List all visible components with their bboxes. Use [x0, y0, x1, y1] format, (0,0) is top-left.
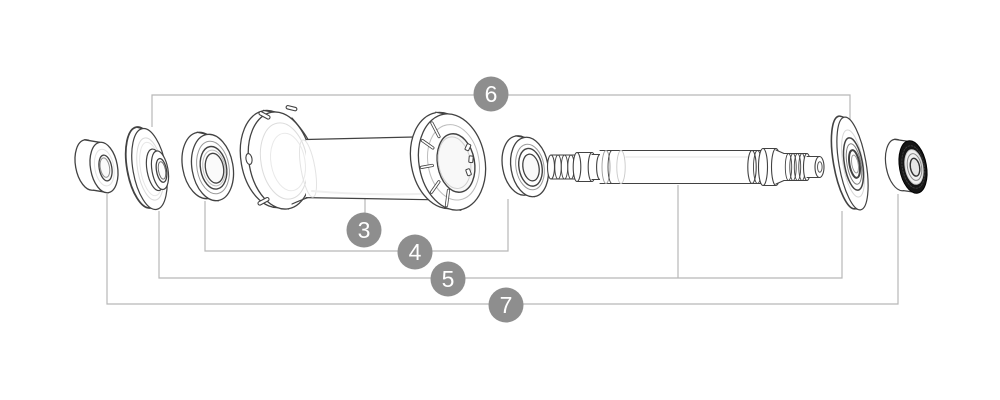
- part-axle: [546, 147, 825, 187]
- callout-6-circle: [473, 76, 509, 112]
- callout-4-circle: [397, 234, 433, 270]
- hub-left-flange: [239, 105, 313, 210]
- callout-7-circle: [488, 287, 524, 323]
- spoke-slots-right-flange: [419, 121, 451, 208]
- callout-5-label: 5: [442, 266, 455, 292]
- part-end-cap-right: [884, 138, 928, 194]
- parts: [74, 105, 928, 211]
- hub-right-flange: [409, 111, 487, 211]
- callout-4: 4: [397, 234, 433, 270]
- callout-5: 5: [430, 261, 466, 297]
- hub-barrel: [298, 135, 437, 201]
- part-hub-shell: [239, 105, 487, 211]
- part-bearing-left: [181, 131, 235, 202]
- callouts: 3 4 5 6 7: [346, 76, 524, 323]
- callout-4-label: 4: [409, 239, 422, 265]
- callout-6: 6: [473, 76, 509, 112]
- bore-notches: [464, 143, 474, 177]
- callout-5-circle: [430, 261, 466, 297]
- callout-3-circle: [346, 212, 382, 248]
- leader-line-4: [204, 199, 509, 252]
- leader-line-5: [158, 211, 843, 279]
- spoke-slots-left-flange: [245, 105, 298, 206]
- callout-6-label: 6: [485, 81, 498, 107]
- leader-lines: [106, 94, 899, 305]
- callout-7: 7: [488, 287, 524, 323]
- callout-7-label: 7: [500, 292, 513, 318]
- part-dust-cover-left: [124, 126, 170, 211]
- part-dust-washer-right: [830, 115, 869, 211]
- part-bearing-right: [501, 135, 550, 198]
- callout-3: 3: [346, 212, 382, 248]
- part-end-cap-left: [74, 139, 119, 194]
- leader-line-7: [106, 194, 899, 305]
- callout-3-label: 3: [358, 217, 371, 243]
